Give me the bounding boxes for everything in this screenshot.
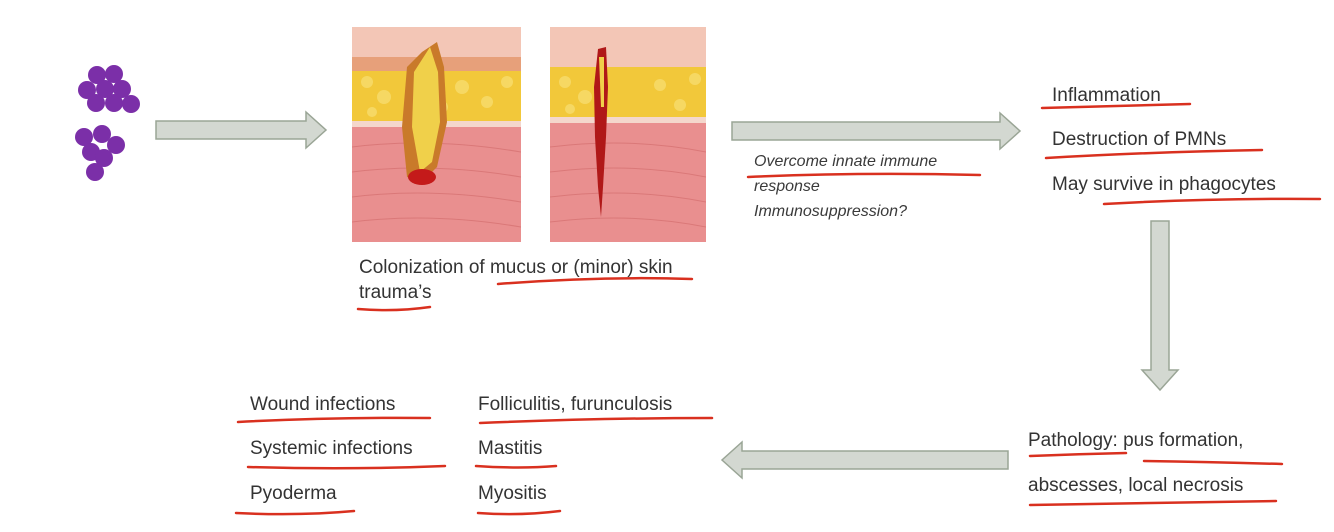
infection-item: Wound infections	[250, 394, 396, 415]
underline	[1044, 148, 1264, 160]
underline	[236, 416, 432, 424]
arrow-left	[720, 440, 1009, 480]
underline	[356, 305, 432, 312]
infection-item: Myositis	[478, 483, 547, 504]
underline	[246, 464, 447, 470]
infection-item: Mastitis	[478, 438, 543, 459]
immune-line-1: Overcome innate immune	[754, 153, 938, 170]
underline	[1142, 459, 1284, 466]
immune-line-2: response	[754, 178, 820, 195]
underline	[474, 464, 558, 469]
underline	[496, 276, 694, 286]
colonization-line-1: Colonization of mucus or (minor) skin	[359, 257, 673, 278]
arrow-right-2	[731, 111, 1022, 151]
underline	[1040, 102, 1192, 110]
open-skin-wound-illustration	[352, 27, 521, 242]
underline	[234, 509, 356, 516]
response-item: Destruction of PMNs	[1052, 129, 1227, 150]
underline	[1102, 197, 1322, 206]
infection-item: Folliculitis, furunculosis	[478, 394, 673, 415]
arrow-right-1	[155, 110, 328, 150]
infection-item: Pyoderma	[250, 483, 337, 504]
bacteria-cluster-icon	[75, 65, 140, 181]
pathology-line-1: Pathology: pus formation,	[1028, 430, 1244, 451]
underline	[746, 172, 982, 179]
response-item: Inflammation	[1052, 85, 1161, 106]
underline	[1028, 499, 1278, 507]
arrow-down	[1140, 220, 1180, 392]
infection-item: Systemic infections	[250, 438, 413, 459]
underline	[1028, 451, 1128, 458]
response-item: May survive in phagocytes	[1052, 174, 1276, 195]
underline	[478, 416, 714, 425]
immune-line-3: Immunosuppression?	[754, 203, 907, 220]
underline	[476, 509, 562, 516]
pathology-line-2: abscesses, local necrosis	[1028, 475, 1244, 496]
colonization-line-2: trauma’s	[359, 282, 432, 303]
narrow-skin-puncture-illustration	[550, 27, 706, 242]
